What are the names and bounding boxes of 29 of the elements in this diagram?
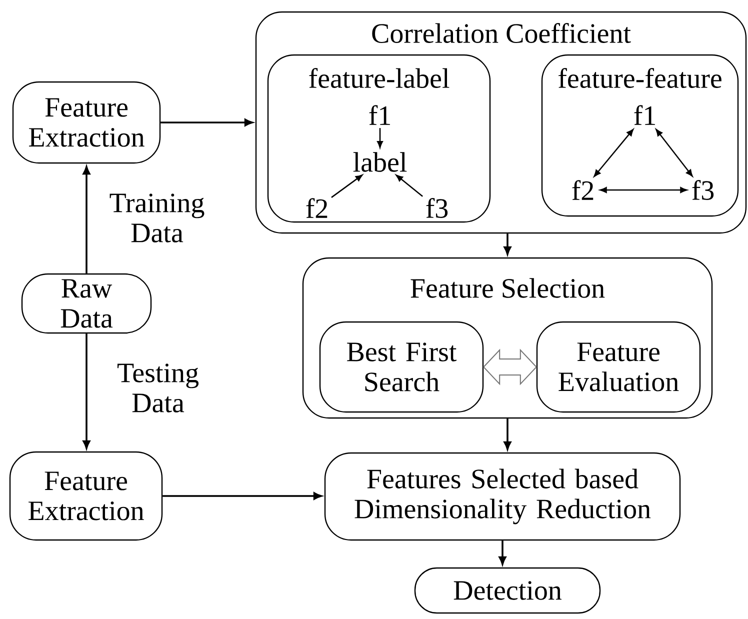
process-box: Best First Search xyxy=(319,321,484,413)
process-box: Detection xyxy=(414,567,601,614)
node-text: f2 xyxy=(572,180,594,200)
arrow xyxy=(594,128,634,177)
arrow xyxy=(656,129,693,177)
arrow xyxy=(498,540,506,565)
edge-label: Testing Data xyxy=(107,362,209,414)
arrow xyxy=(82,334,90,449)
node-text: f1 xyxy=(634,105,655,125)
arrow xyxy=(82,166,90,274)
node-text: f3 xyxy=(426,198,448,218)
edge-label: Training Data xyxy=(106,192,208,244)
arrow xyxy=(162,492,322,500)
node-text: f1 xyxy=(369,105,390,125)
process-box: Raw Data xyxy=(21,273,152,334)
process-box: Features Selected based Dimensionality Reduction xyxy=(324,452,681,541)
process-box: Feature Extraction xyxy=(12,81,161,164)
arrow xyxy=(600,187,688,193)
node-text: f2 xyxy=(306,198,328,218)
process-box: Feature Extraction xyxy=(9,451,163,541)
arrow xyxy=(504,418,512,450)
node-text: label xyxy=(353,152,407,172)
arrow xyxy=(396,174,423,197)
arrow xyxy=(504,234,512,255)
arrow xyxy=(331,174,363,198)
node-text: f3 xyxy=(692,180,714,200)
arrow xyxy=(377,128,383,148)
arrow xyxy=(160,118,253,126)
process-box: Feature Evaluation xyxy=(536,321,701,413)
